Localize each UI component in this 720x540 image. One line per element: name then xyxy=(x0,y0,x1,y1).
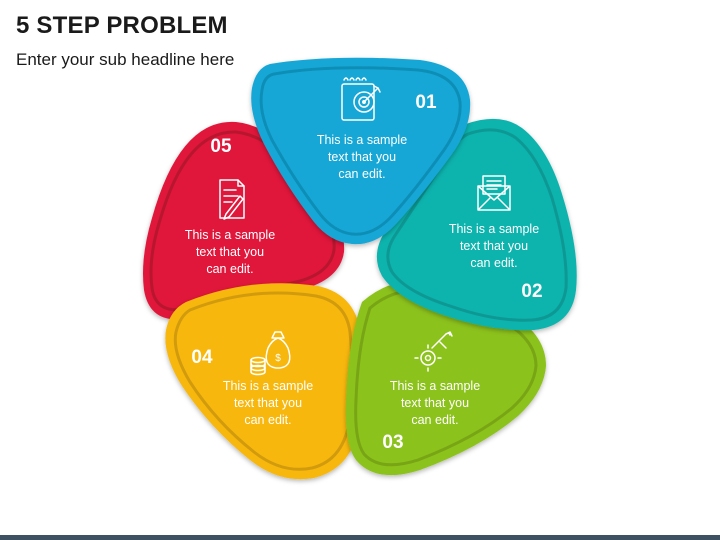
step-1-number: 01 xyxy=(415,92,437,113)
step-2-text-line-1: This is a sample xyxy=(449,222,539,236)
step-2-text-line-2: text that you xyxy=(460,239,528,253)
svg-text:$: $ xyxy=(275,353,281,364)
step-1-shape xyxy=(251,57,471,245)
step-2-icon xyxy=(477,175,511,211)
step-4-text-line-3: can edit. xyxy=(244,413,291,427)
step-4-text-line-2: text that you xyxy=(234,396,302,410)
step-1-text-line-1: This is a sample xyxy=(317,133,407,147)
step-5-text-line-3: can edit. xyxy=(206,262,253,276)
step-4-shape xyxy=(165,283,362,480)
step-4-number: 04 xyxy=(191,347,213,368)
step-3-text-line-2: text that you xyxy=(401,396,469,410)
footer-bar xyxy=(0,535,720,540)
step-3-text-line-3: can edit. xyxy=(411,413,458,427)
step-3-text-line-1: This is a sample xyxy=(390,379,480,393)
step-5-text-line-2: text that you xyxy=(196,245,264,259)
step-4-icon: $ xyxy=(250,331,291,376)
step-4-text-line-1: This is a sample xyxy=(223,379,313,393)
step-1-text-line-2: text that you xyxy=(328,150,396,164)
step-5-icon xyxy=(219,179,245,220)
step-5-number: 05 xyxy=(210,136,232,157)
step-5-text-line-1: This is a sample xyxy=(185,228,275,242)
step-1-icon xyxy=(341,77,381,121)
step-3-number: 03 xyxy=(382,432,403,453)
step-2-text-line-3: can edit. xyxy=(470,256,517,270)
step-3-icon xyxy=(414,331,453,372)
page-title: 5 STEP PROBLEM xyxy=(16,12,228,39)
page-subtitle: Enter your sub headline here xyxy=(16,50,235,69)
step-1-text-line-3: can edit. xyxy=(338,167,385,181)
step-2-number: 02 xyxy=(521,281,542,302)
